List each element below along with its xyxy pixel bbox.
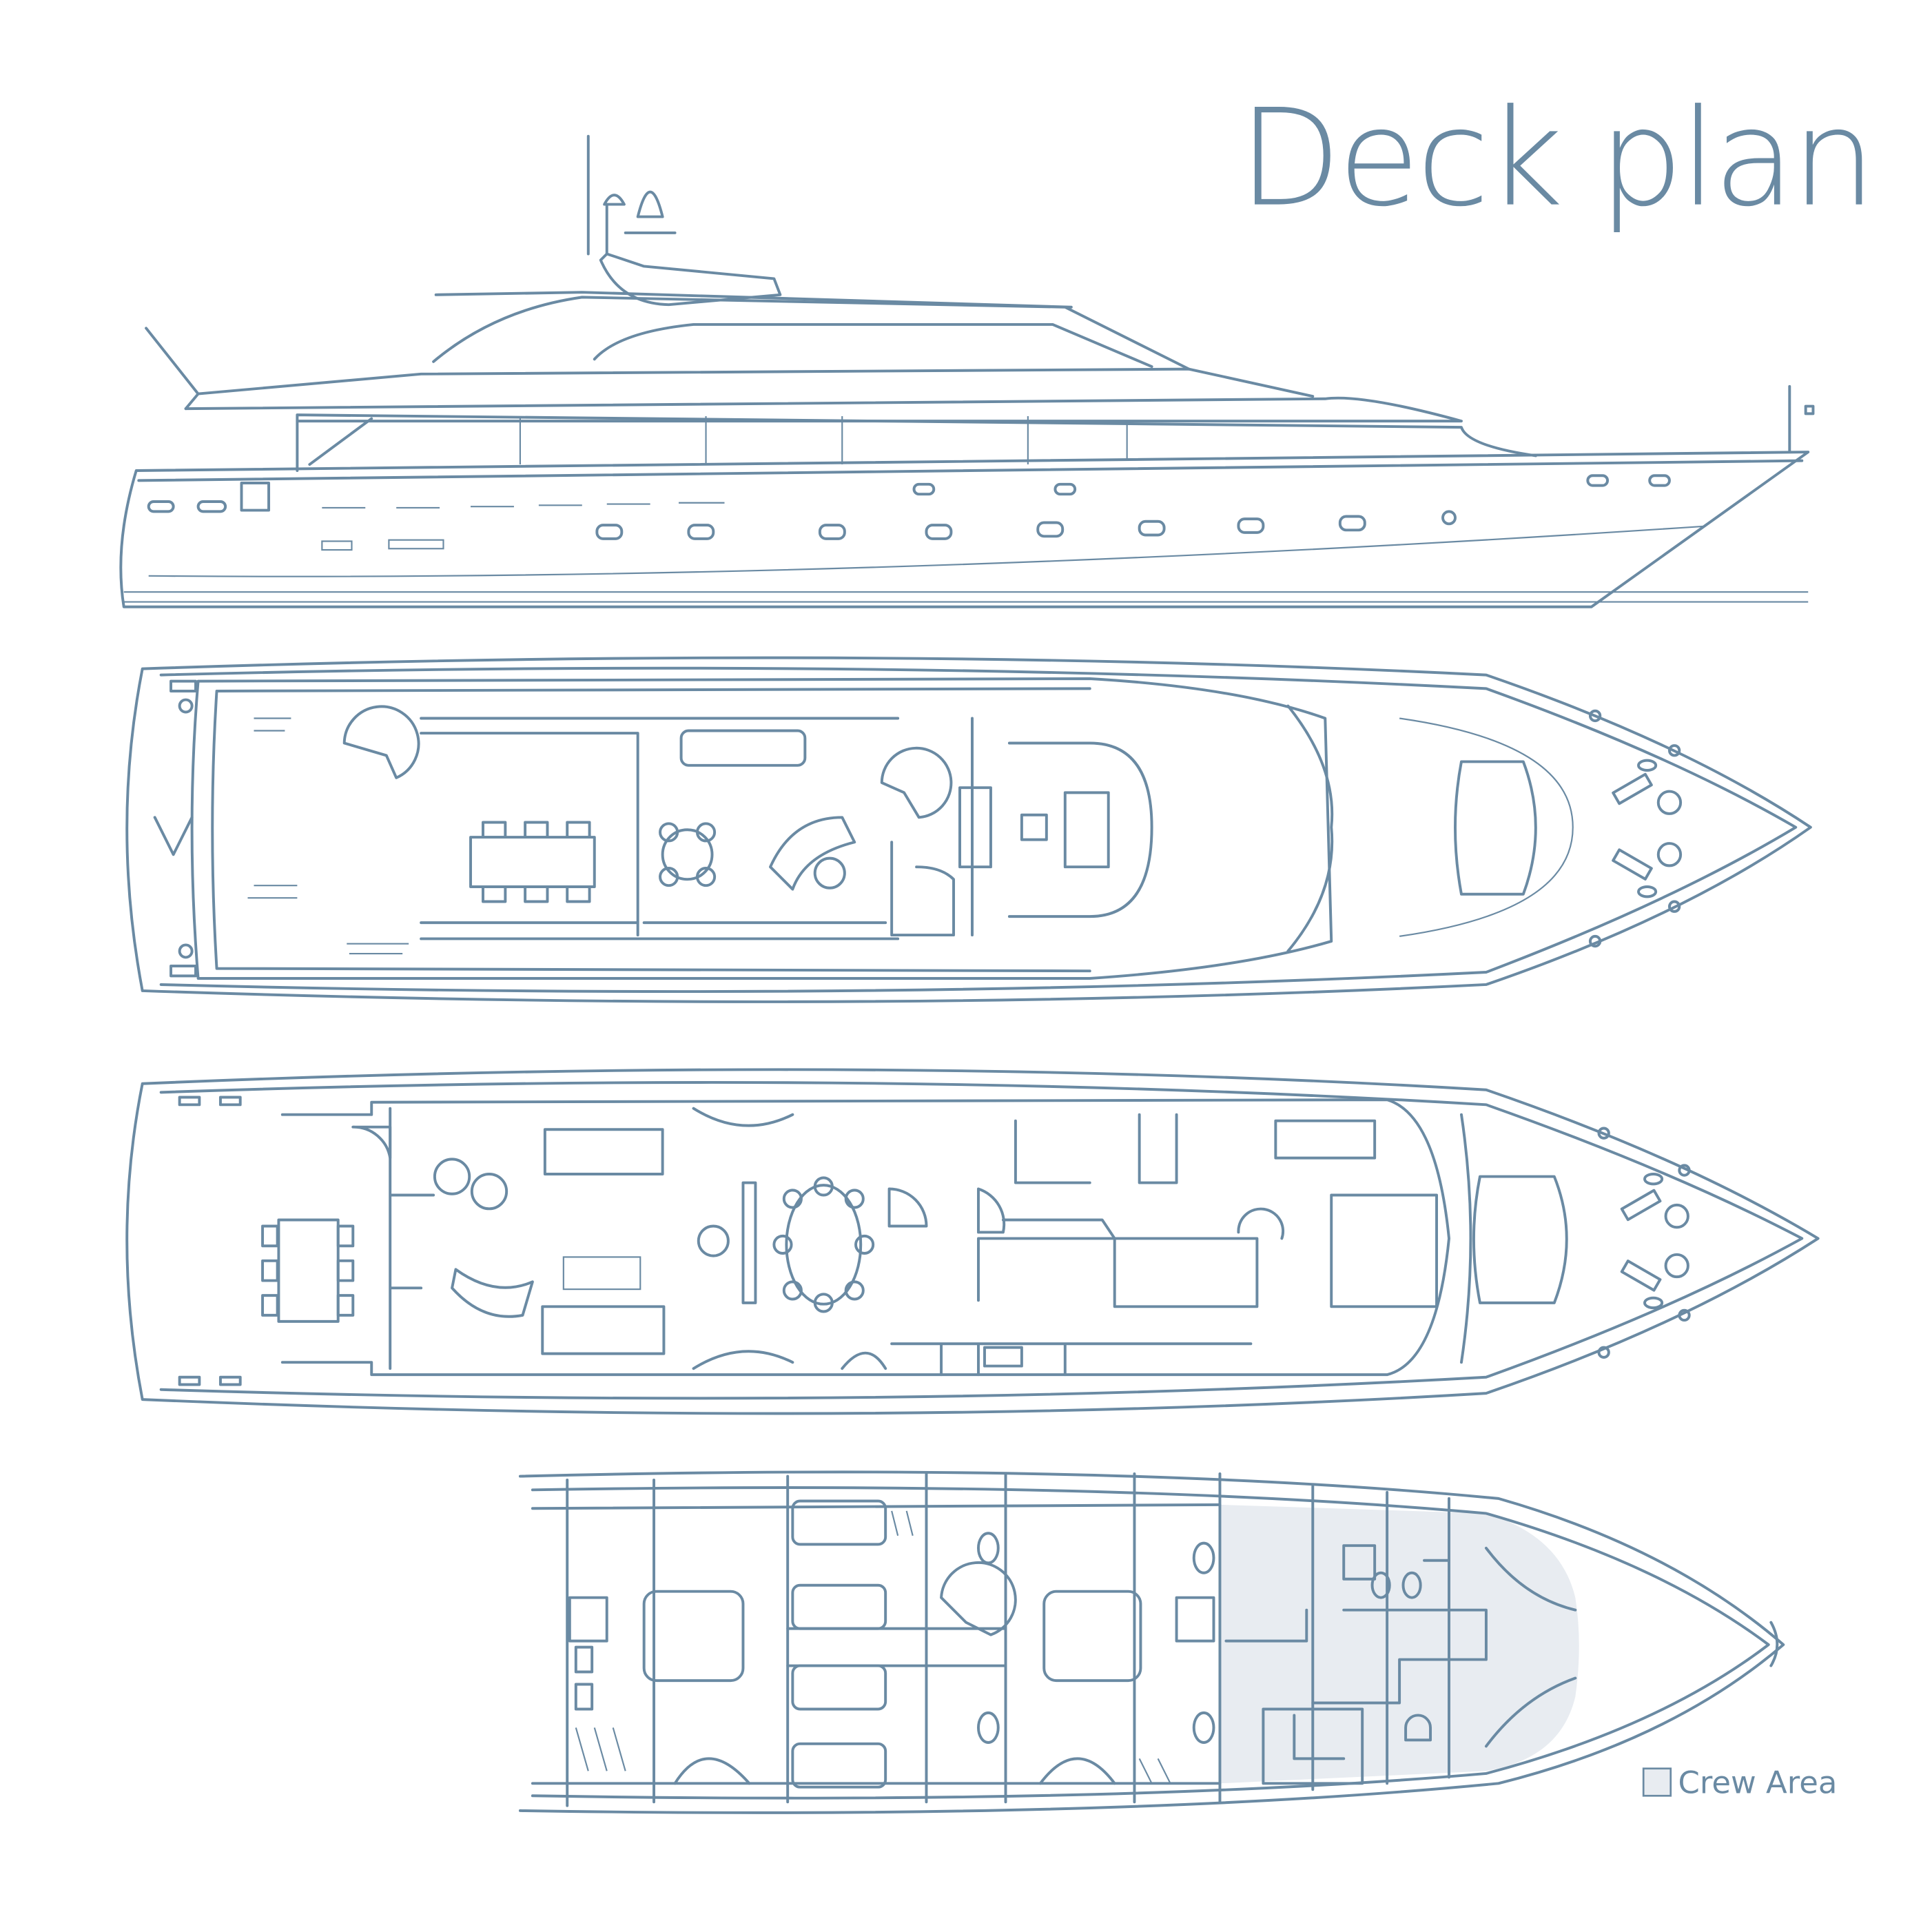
page-title: Deck plan [1238, 81, 1872, 236]
main-deck-plan [125, 1068, 1820, 1415]
legend: Crew Area [1642, 1765, 1838, 1801]
upper-deck-plan [125, 656, 1812, 1003]
legend-label-crew-area: Crew Area [1678, 1765, 1838, 1801]
lower-deck-plan [518, 1470, 1785, 1814]
crew-area-fill [1220, 1504, 1579, 1784]
crew-area-swatch [1642, 1767, 1672, 1797]
side-profile [119, 134, 1815, 608]
